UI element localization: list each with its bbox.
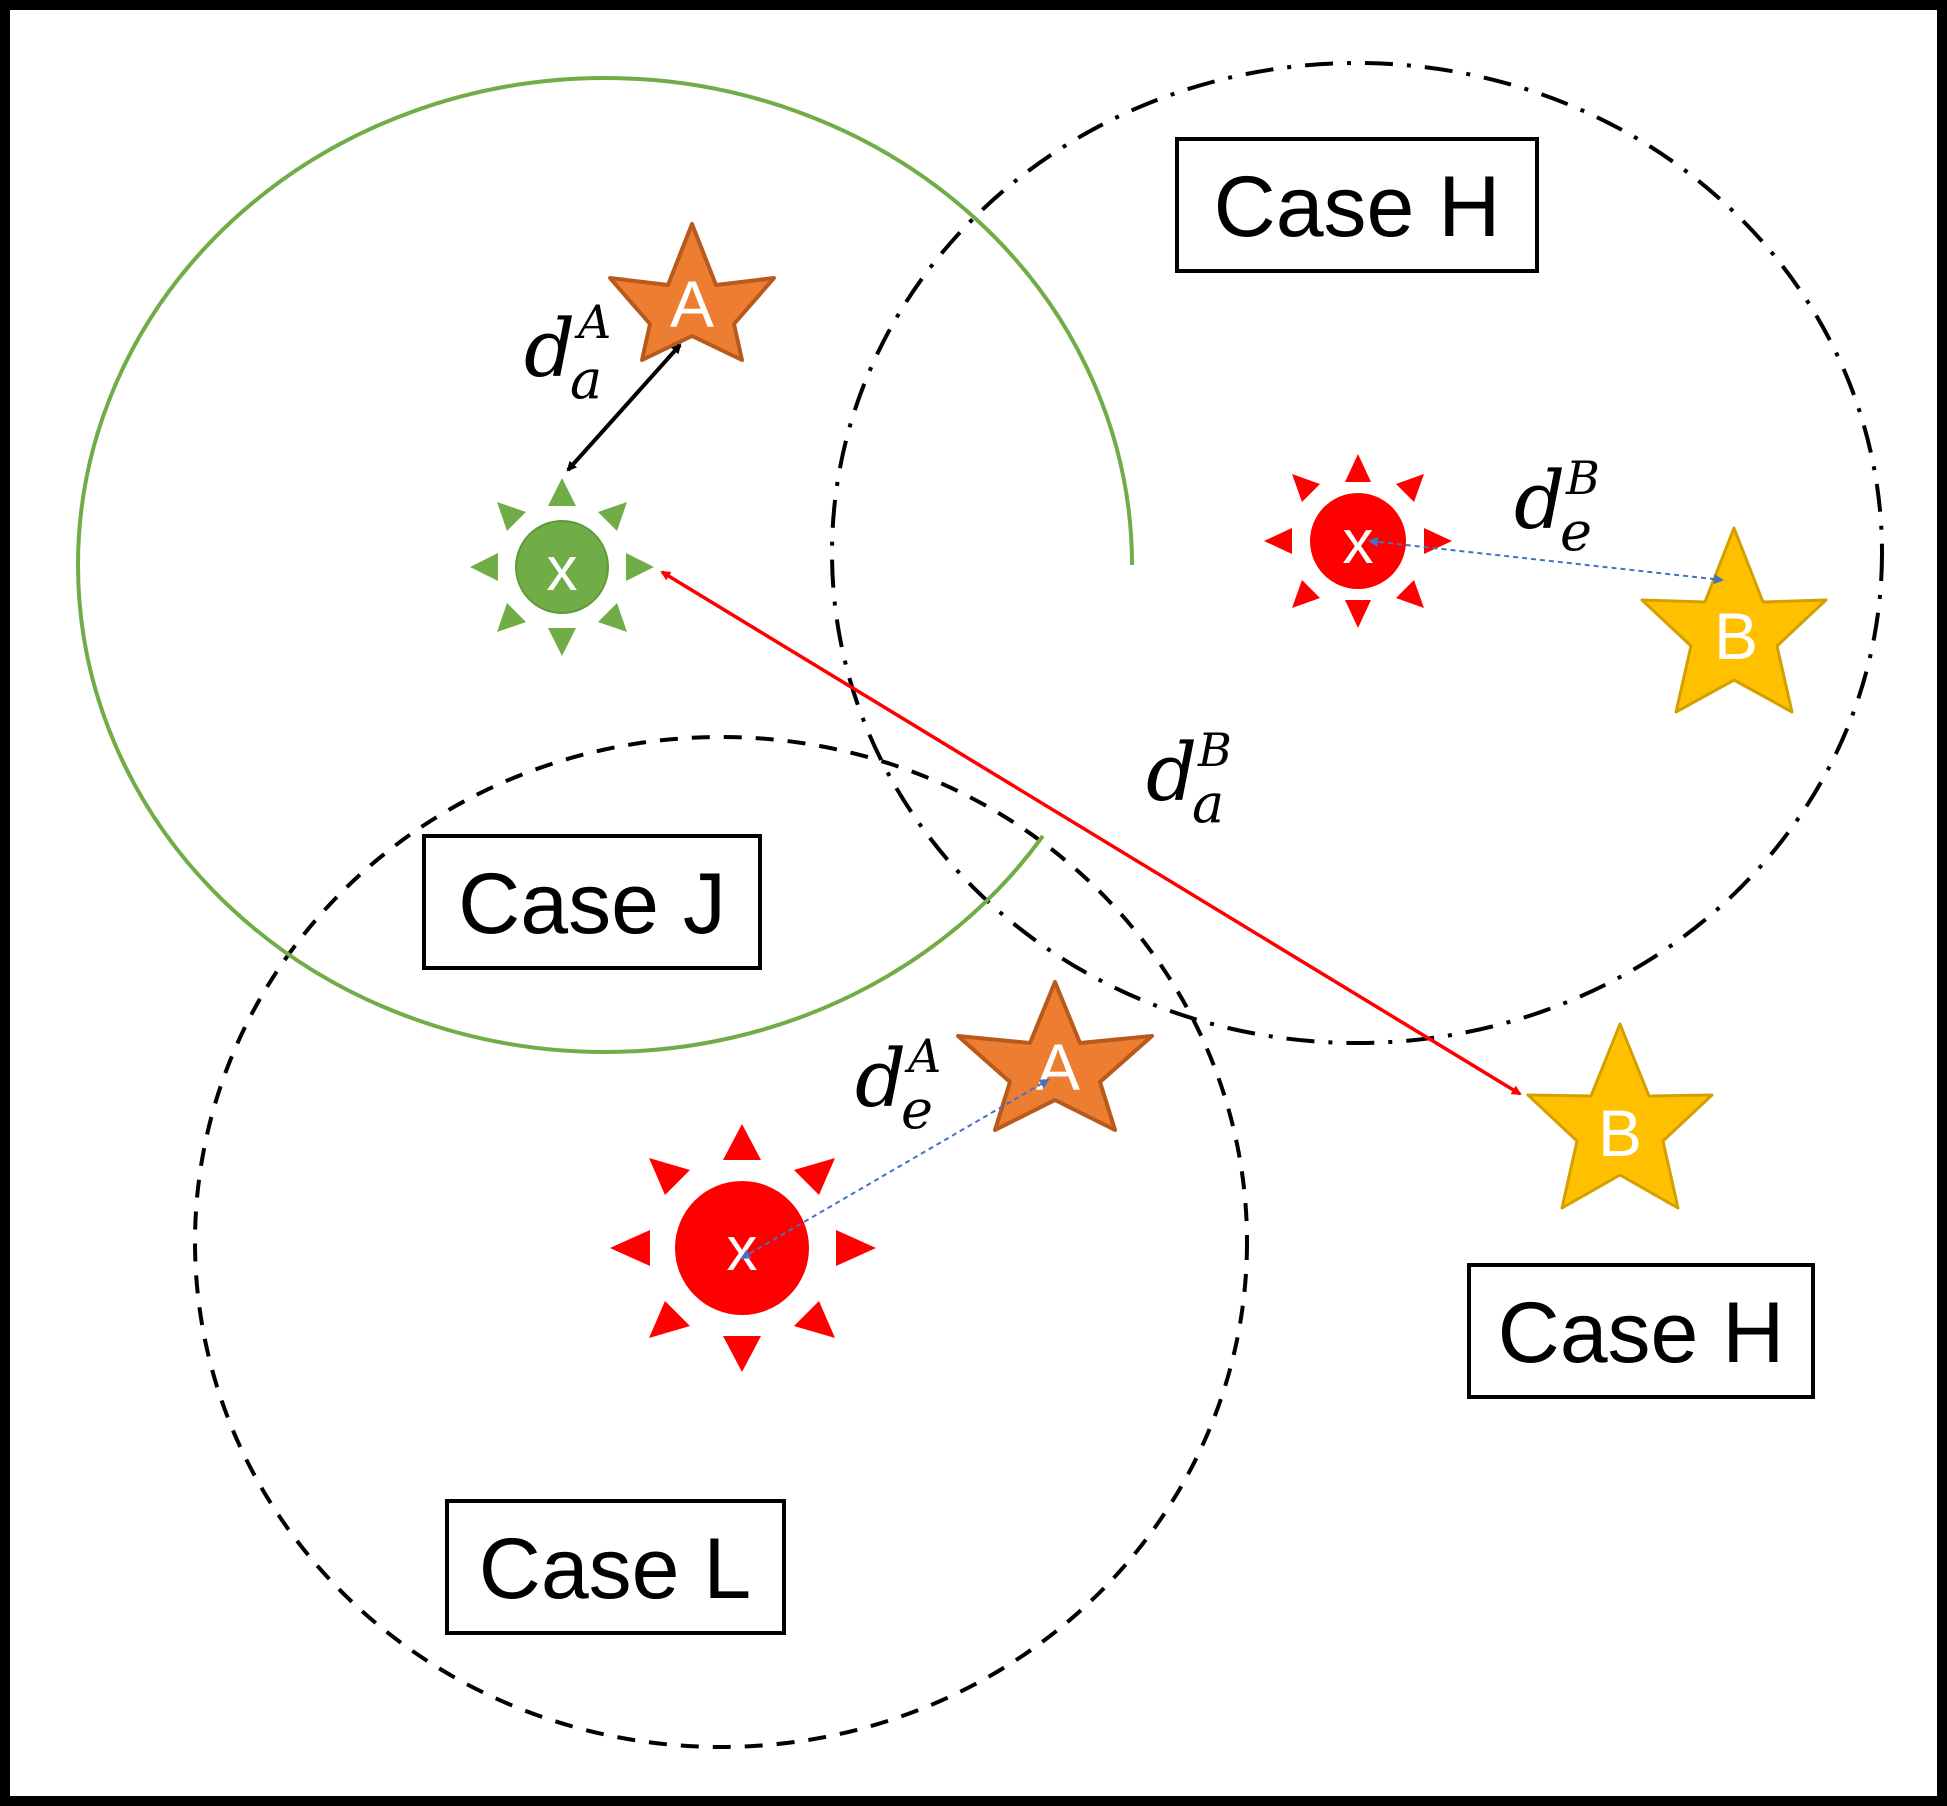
svg-text:a: a bbox=[1192, 772, 1224, 835]
label-da-A: d a A bbox=[524, 295, 611, 411]
svg-text:B: B bbox=[1197, 723, 1232, 777]
svg-text:d: d bbox=[524, 302, 575, 395]
green-node-letter: x bbox=[547, 535, 578, 604]
svg-text:B: B bbox=[1565, 451, 1600, 505]
star-b-bottom-letter: B bbox=[1598, 1096, 1642, 1170]
svg-text:e: e bbox=[901, 1078, 933, 1141]
red-node-top-letter: x bbox=[1343, 508, 1374, 577]
svg-text:e: e bbox=[1560, 500, 1592, 563]
svg-text:d: d bbox=[1146, 726, 1197, 819]
case-l-dashed-circle bbox=[193, 735, 1249, 1749]
label-da-B: d a B bbox=[1146, 723, 1232, 835]
label-de-A: d e A bbox=[855, 1029, 941, 1141]
case-j-box: Case J bbox=[422, 834, 762, 970]
case-h-bottom-label: Case H bbox=[1498, 1285, 1785, 1381]
arrow-da-A bbox=[566, 343, 682, 472]
case-h-top-box: Case H bbox=[1175, 137, 1539, 273]
label-de-B: d e B bbox=[1514, 451, 1600, 563]
case-l-box: Case L bbox=[445, 1499, 786, 1635]
red-node-bottom-letter: x bbox=[727, 1215, 758, 1284]
case-h-bottom-box: Case H bbox=[1467, 1263, 1815, 1399]
star-a-top-letter: A bbox=[670, 267, 714, 341]
case-j-green-circle bbox=[76, 76, 1134, 1054]
arrow-da-B bbox=[660, 570, 1522, 1096]
star-b-bottom-icon: B bbox=[1526, 1022, 1714, 1210]
case-j-label: Case J bbox=[458, 856, 726, 952]
svg-text:d: d bbox=[855, 1032, 906, 1125]
svg-text:A: A bbox=[904, 1029, 941, 1083]
svg-text:d: d bbox=[1514, 454, 1565, 547]
svg-text:A: A bbox=[574, 295, 611, 349]
star-a-bottom-letter: A bbox=[1036, 1030, 1080, 1104]
case-h-top-label: Case H bbox=[1214, 159, 1501, 255]
star-b-top-letter: B bbox=[1714, 599, 1758, 673]
svg-text:a: a bbox=[570, 348, 602, 411]
star-b-top-icon: B bbox=[1640, 526, 1828, 714]
green-node-icon: x bbox=[470, 478, 654, 656]
case-l-label: Case L bbox=[479, 1521, 752, 1617]
star-a-top-icon: A bbox=[608, 222, 776, 362]
